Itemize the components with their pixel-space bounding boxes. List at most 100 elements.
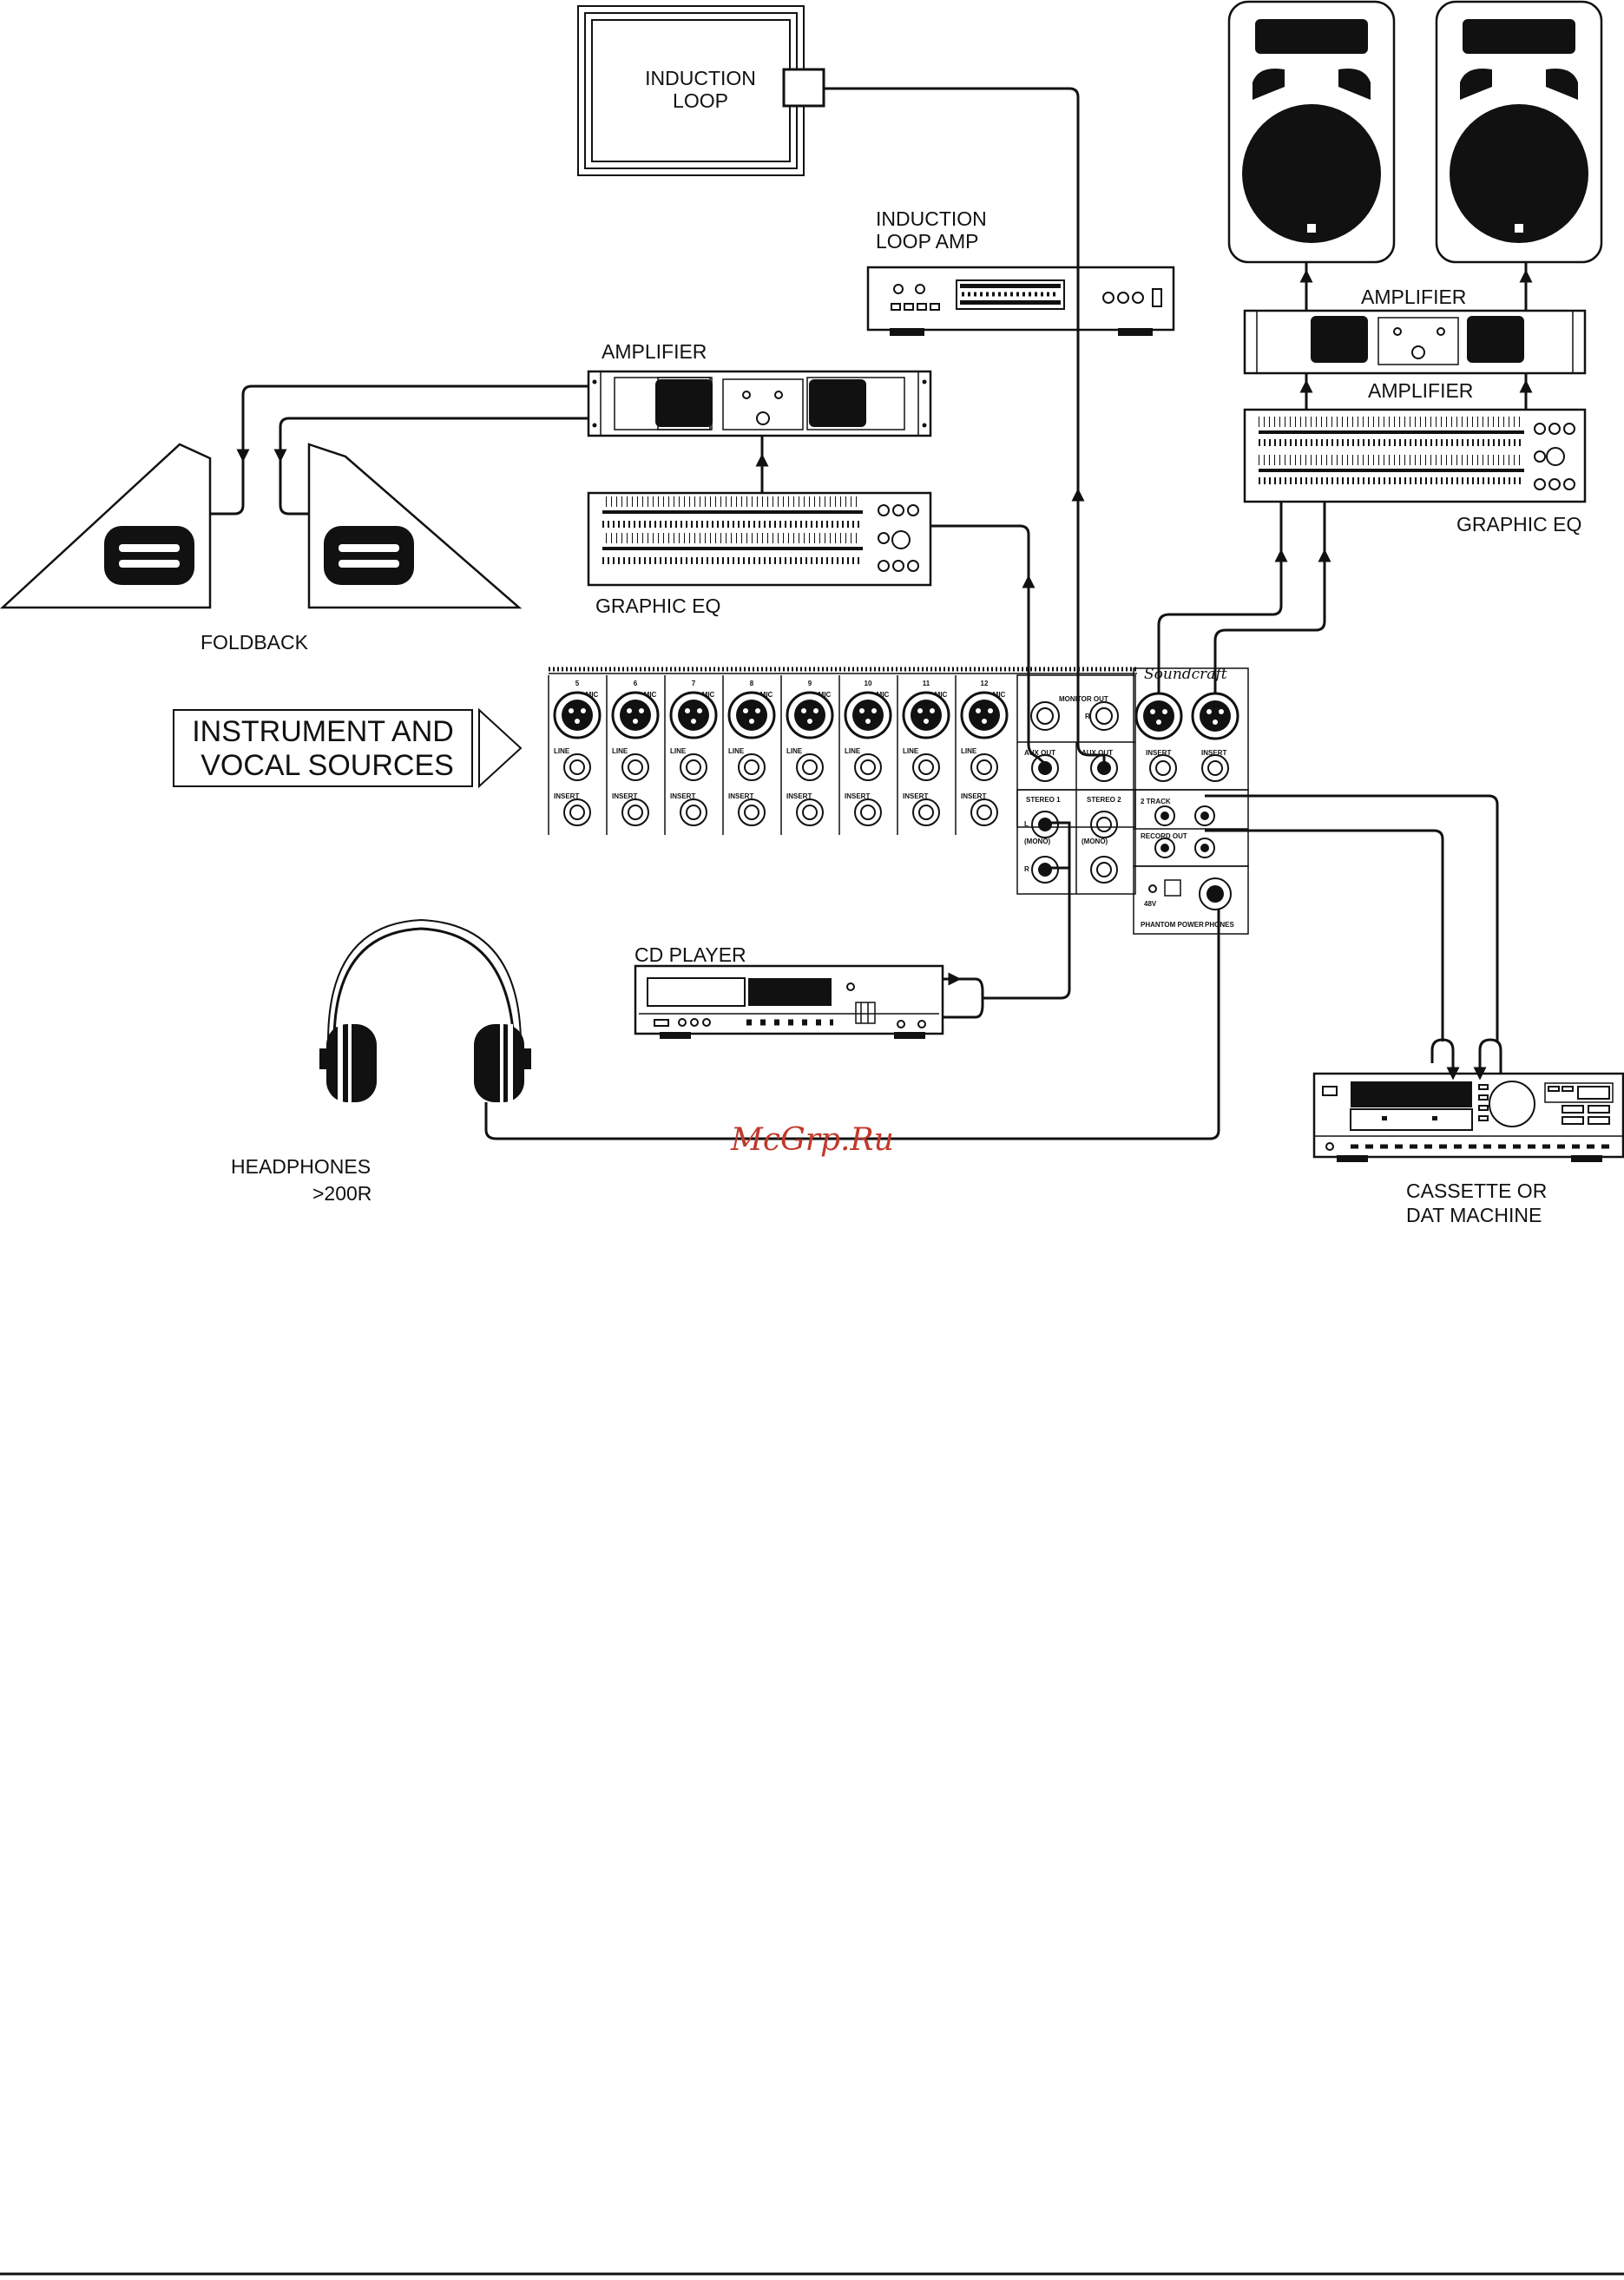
- insert-jack-ring: [802, 805, 818, 820]
- cd-player: CD PLAYER: [634, 943, 944, 1039]
- insert-jack-ring: [744, 805, 759, 820]
- stereo1-mono-label: (MONO): [1024, 838, 1051, 845]
- master-insert-jack-r[interactable]: [1201, 754, 1229, 782]
- induction-loop: INDUCTION LOOP: [577, 5, 825, 176]
- insert-jack[interactable]: [621, 798, 649, 826]
- line-label: LINE: [728, 747, 745, 755]
- two-track-jack-r[interactable]: [1194, 805, 1215, 826]
- phantom-power-switch[interactable]: [1164, 879, 1181, 897]
- insert-jack-ring: [569, 805, 585, 820]
- stereo2-jack-l[interactable]: [1090, 811, 1118, 838]
- mic-xlr-pin: [871, 708, 877, 713]
- two-track-jack-l[interactable]: [1154, 805, 1175, 826]
- insert-label: INSERT: [961, 792, 986, 800]
- cd-player-label: CD PLAYER: [634, 943, 746, 966]
- mic-xlr-pin: [924, 719, 929, 724]
- insert-jack[interactable]: [680, 798, 707, 826]
- insert-jack-ring: [860, 805, 876, 820]
- mix-out-xlr-l[interactable]: [1134, 692, 1183, 740]
- line-jack-ring: [976, 759, 992, 775]
- insert-jack-ring: [686, 805, 701, 820]
- line-jack-input[interactable]: [796, 753, 824, 781]
- insert-label: INSERT: [845, 792, 870, 800]
- aux-out-label-2: AUX OUT: [1082, 749, 1113, 757]
- channel-number: 12: [981, 680, 989, 687]
- insert-jack[interactable]: [738, 798, 766, 826]
- instrument-sources-label-2: VOCAL SOURCES: [201, 749, 454, 782]
- insert-jack[interactable]: [563, 798, 591, 826]
- foldback-label: FOLDBACK: [201, 631, 309, 654]
- insert-jack[interactable]: [796, 798, 824, 826]
- cable-headphones: [484, 910, 1220, 1140]
- stereo1-jack-l[interactable]: [1031, 811, 1059, 838]
- mic-xlr-pin: [691, 719, 696, 724]
- channel-number: 10: [865, 680, 872, 687]
- mic-label: MIC: [877, 691, 890, 699]
- stereo1-r-label: R: [1024, 865, 1029, 873]
- amplifier-right: AMPLIFIER AMPLIFIER: [1243, 286, 1587, 402]
- insert-jack[interactable]: [912, 798, 940, 826]
- induction-loop-amp-label-1: INDUCTION: [876, 207, 987, 230]
- stereo1-jack-r[interactable]: [1031, 856, 1059, 884]
- insert-label: INSERT: [612, 792, 637, 800]
- mic-xlr-pin: [801, 708, 806, 713]
- line-jack-input[interactable]: [563, 753, 591, 781]
- foldback-wedges: FOLDBACK: [0, 443, 523, 654]
- line-jack-input[interactable]: [854, 753, 882, 781]
- monitor-out-jack-r[interactable]: [1089, 701, 1119, 731]
- line-jack-input[interactable]: [912, 753, 940, 781]
- graphic-eq-left-label: GRAPHIC EQ: [595, 595, 720, 617]
- insert-jack-ring: [976, 805, 992, 820]
- record-out-jack-l[interactable]: [1154, 838, 1175, 858]
- induction-loop-amp: INDUCTION LOOP AMP: [866, 207, 1175, 336]
- line-jack-ring: [860, 759, 876, 775]
- line-jack-input[interactable]: [680, 753, 707, 781]
- graphic-eq-right-label: GRAPHIC EQ: [1456, 513, 1581, 536]
- phantom-power-label: PHANTOM POWER: [1141, 921, 1204, 929]
- mic-xlr-insert: [736, 700, 767, 731]
- record-out-label: RECORD OUT: [1141, 832, 1187, 840]
- stereo2-jack-r[interactable]: [1090, 856, 1118, 884]
- insert-jack[interactable]: [854, 798, 882, 826]
- headphones-label-1: HEADPHONES: [231, 1155, 371, 1178]
- record-out-jack-r[interactable]: [1194, 838, 1215, 858]
- mic-xlr-pin: [807, 719, 812, 724]
- cable-amp-to-wedge-1: [236, 384, 588, 463]
- line-jack-input[interactable]: [738, 753, 766, 781]
- instrument-sources: INSTRUMENT AND VOCAL SOURCES: [173, 707, 523, 789]
- mic-label: MIC: [819, 691, 832, 699]
- headphones: HEADPHONES >200R: [231, 918, 531, 1205]
- mic-xlr-pin: [755, 708, 760, 713]
- mic-xlr-insert: [678, 700, 709, 731]
- amplifier-right-bottom-label: AMPLIFIER: [1368, 379, 1473, 402]
- cassette-dat-machine: CASSETTE OR DAT MACHINE: [1312, 1072, 1624, 1226]
- monitor-r-label: R: [1085, 713, 1090, 720]
- monitor-out-jack-l[interactable]: [1030, 701, 1060, 731]
- line-label: LINE: [612, 747, 628, 755]
- mix-out-xlr-r[interactable]: [1191, 692, 1239, 740]
- line-label: LINE: [845, 747, 861, 755]
- insert-jack[interactable]: [970, 798, 998, 826]
- mic-xlr-insert: [969, 700, 1000, 731]
- cable-cd-to-stereo1: [943, 821, 1071, 1000]
- mic-xlr-pin: [569, 708, 574, 713]
- soundcraft-logo: Soundcraft: [1144, 666, 1227, 683]
- line-jack-input[interactable]: [970, 753, 998, 781]
- mic-xlr-insert: [911, 700, 942, 731]
- line-jack-input[interactable]: [621, 753, 649, 781]
- master-insert-jack-l[interactable]: [1149, 754, 1177, 782]
- aux-out-jack-1[interactable]: [1031, 754, 1059, 782]
- cable-record-out: [1205, 829, 1444, 1041]
- induction-loop-amp-label-2: LOOP AMP: [876, 230, 978, 253]
- amplifier-right-top-label: AMPLIFIER: [1361, 286, 1466, 308]
- stereo2-mono-label: (MONO): [1082, 838, 1108, 845]
- line-jack-ring: [918, 759, 934, 775]
- mic-xlr-pin: [633, 719, 638, 724]
- channel-number: 8: [750, 680, 754, 687]
- channel-number: 11: [923, 680, 930, 687]
- phones-jack[interactable]: [1199, 877, 1232, 910]
- mic-xlr-pin: [743, 708, 748, 713]
